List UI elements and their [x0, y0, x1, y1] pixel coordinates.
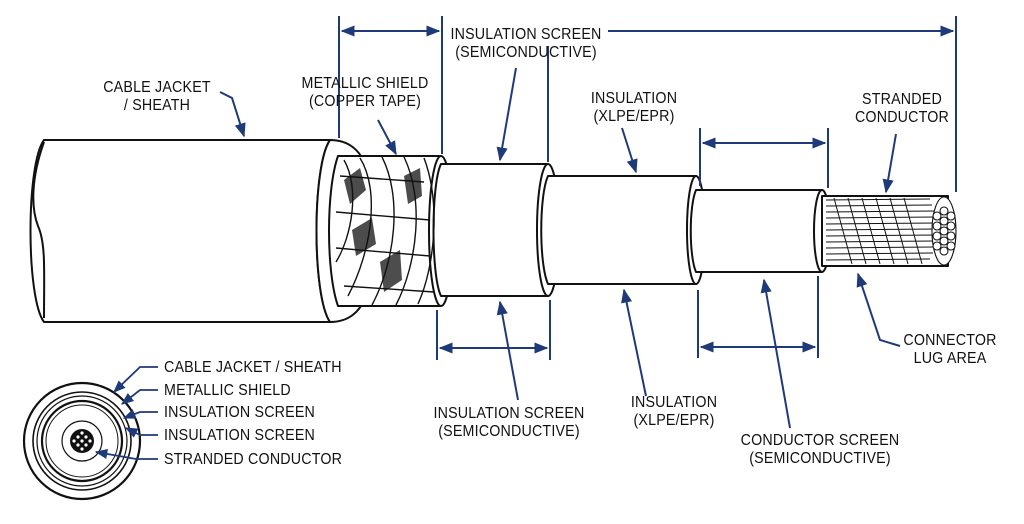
- leader-insulation-top: [621, 127, 638, 174]
- label-insulation-top: INSULATION(XLPE/EPR): [590, 90, 678, 125]
- label-insulation-screen-bottom: INSULATION SCREEN(SEMICONDUCTIVE): [433, 405, 585, 440]
- leader-cable-jacket: [219, 91, 246, 138]
- cross-section: [22, 381, 142, 501]
- legend-item: INSULATION SCREEN: [164, 404, 316, 421]
- leader-insulation-screen-top: [496, 67, 517, 162]
- jacket-end-cut: [32, 141, 46, 319]
- conductor-strands: [825, 197, 938, 265]
- leader-insulation-screen-bottom: [496, 300, 519, 401]
- label-insulation-bottom: INSULATION(XLPE/EPR): [630, 394, 718, 429]
- label-conductor-screen: CONDUCTOR SCREEN(SEMICONDUCTIVE): [740, 432, 900, 467]
- leader-insulation-bottom: [621, 288, 647, 397]
- cable-jacket: [29, 139, 331, 323]
- leader-conductor-screen: [760, 278, 791, 429]
- legend-item: METALLIC SHIELD: [164, 382, 291, 399]
- label-insulation-screen-top: INSULATION SCREEN(SEMICONDUCTIVE): [450, 26, 602, 61]
- leader-arrows: [219, 67, 901, 429]
- conductor-screen-section: [689, 189, 823, 273]
- copper-tape-shading: [344, 168, 422, 292]
- legend-item: INSULATION SCREEN: [164, 427, 316, 444]
- label-cable-jacket: CABLE JACKET/ SHEATH: [103, 79, 211, 114]
- cross-section-leaders: [94, 366, 158, 460]
- dimension-lines: [338, 16, 957, 360]
- conductor-strand-ends: [931, 196, 957, 266]
- insulation-section: [540, 175, 697, 285]
- insulation-screen-section: [432, 163, 549, 297]
- legend-item: STRANDED CONDUCTOR: [164, 451, 343, 468]
- legend-item: CABLE JACKET / SHEATH: [164, 359, 342, 376]
- leader-connector-lug: [856, 272, 901, 347]
- label-metallic-shield: METALLIC SHIELD(COPPER TAPE): [301, 75, 429, 110]
- leader-metallic-shield: [377, 119, 397, 156]
- leader-stranded-conductor: [882, 133, 897, 194]
